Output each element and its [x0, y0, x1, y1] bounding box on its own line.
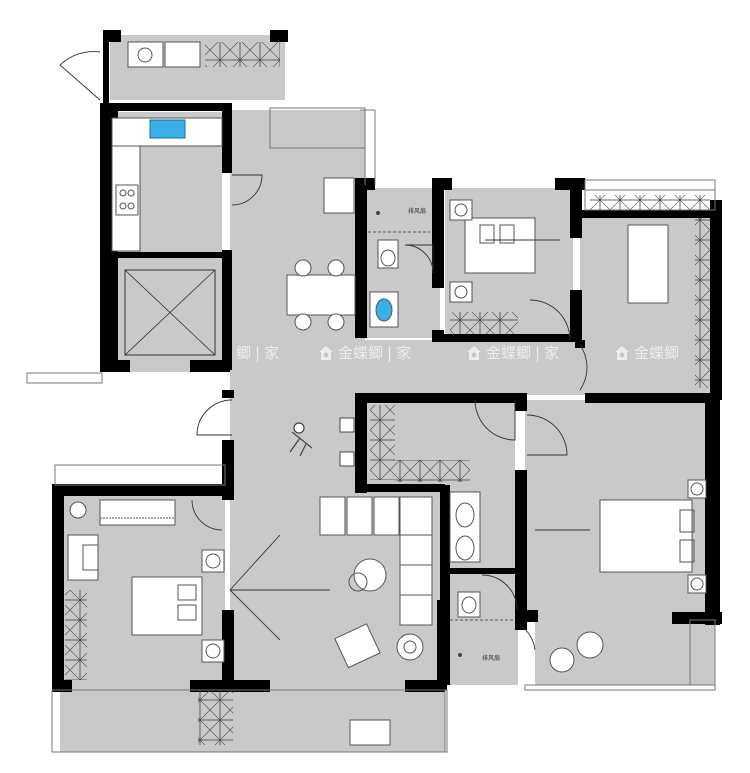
wardrobe-icon: [198, 690, 233, 745]
walls: [52, 30, 722, 692]
watermark-suffix: 家: [396, 344, 412, 362]
watermark-separator: |: [255, 343, 261, 362]
wardrobe-icon: [205, 42, 280, 67]
label-bath-top: 排风扇: [408, 208, 427, 215]
door-swing-icon: [59, 51, 590, 651]
person-icon: [289, 422, 313, 457]
logo-house-icon: [319, 345, 333, 360]
sink-icon: [149, 119, 186, 139]
watermark-fragment: 鲫 | 家: [236, 342, 279, 363]
washbasin-icon: [455, 535, 475, 561]
master-bedroom-fixtures: [549, 479, 707, 673]
windows: [26, 107, 716, 753]
watermark-suffix: 家: [264, 344, 280, 362]
misc-marks: [376, 211, 462, 657]
kitchen-fixtures: [111, 41, 355, 252]
wardrobe-icon: [590, 195, 710, 210]
label-bath-lower: 排风扇: [482, 655, 501, 662]
bed-icon: [131, 576, 203, 636]
dining-table: [286, 259, 356, 331]
watermark-suffix: 家: [544, 344, 560, 362]
bed-top-mid: [449, 199, 536, 303]
sofa-icon: [319, 496, 433, 746]
watermark-1: 金蝶鲫 | 家: [318, 342, 411, 363]
watermark-char: 鲫: [236, 344, 252, 362]
wardrobe-icon: [395, 460, 470, 482]
watermark-brand: 金蝶鲫: [634, 344, 680, 362]
stove-icon: [115, 184, 139, 216]
toilet-icon: [377, 239, 399, 269]
wardrobe-icon: [65, 590, 87, 680]
wardrobe-icon: [695, 218, 710, 388]
washbasin-icon: [455, 502, 475, 528]
watermark-separator: |: [535, 343, 541, 362]
wardrobe-icon: [450, 312, 518, 334]
wardrobe-icon: [370, 405, 395, 480]
desk-top-right: [627, 224, 669, 304]
logo-house-icon: [615, 345, 629, 360]
watermark-brand: 金蝶鲫: [486, 344, 532, 362]
wardrobes: [65, 42, 710, 745]
watermark-separator: |: [387, 343, 393, 362]
plant-icon: [339, 417, 355, 467]
bath-lower-fixtures: [449, 491, 515, 621]
bath-top-fixtures: [368, 231, 430, 328]
bed-icon: [599, 499, 693, 573]
watermark-brand: 金蝶鲫: [338, 344, 384, 362]
watermark-3: 金蝶鲫: [614, 342, 679, 363]
logo-house-icon: [467, 345, 481, 360]
bedroom-left-fixtures: [67, 499, 225, 663]
elevator-shaft: [124, 269, 216, 356]
compass-rose-icon: [396, 633, 424, 661]
watermark-2: 金蝶鲫 | 家: [466, 342, 559, 363]
